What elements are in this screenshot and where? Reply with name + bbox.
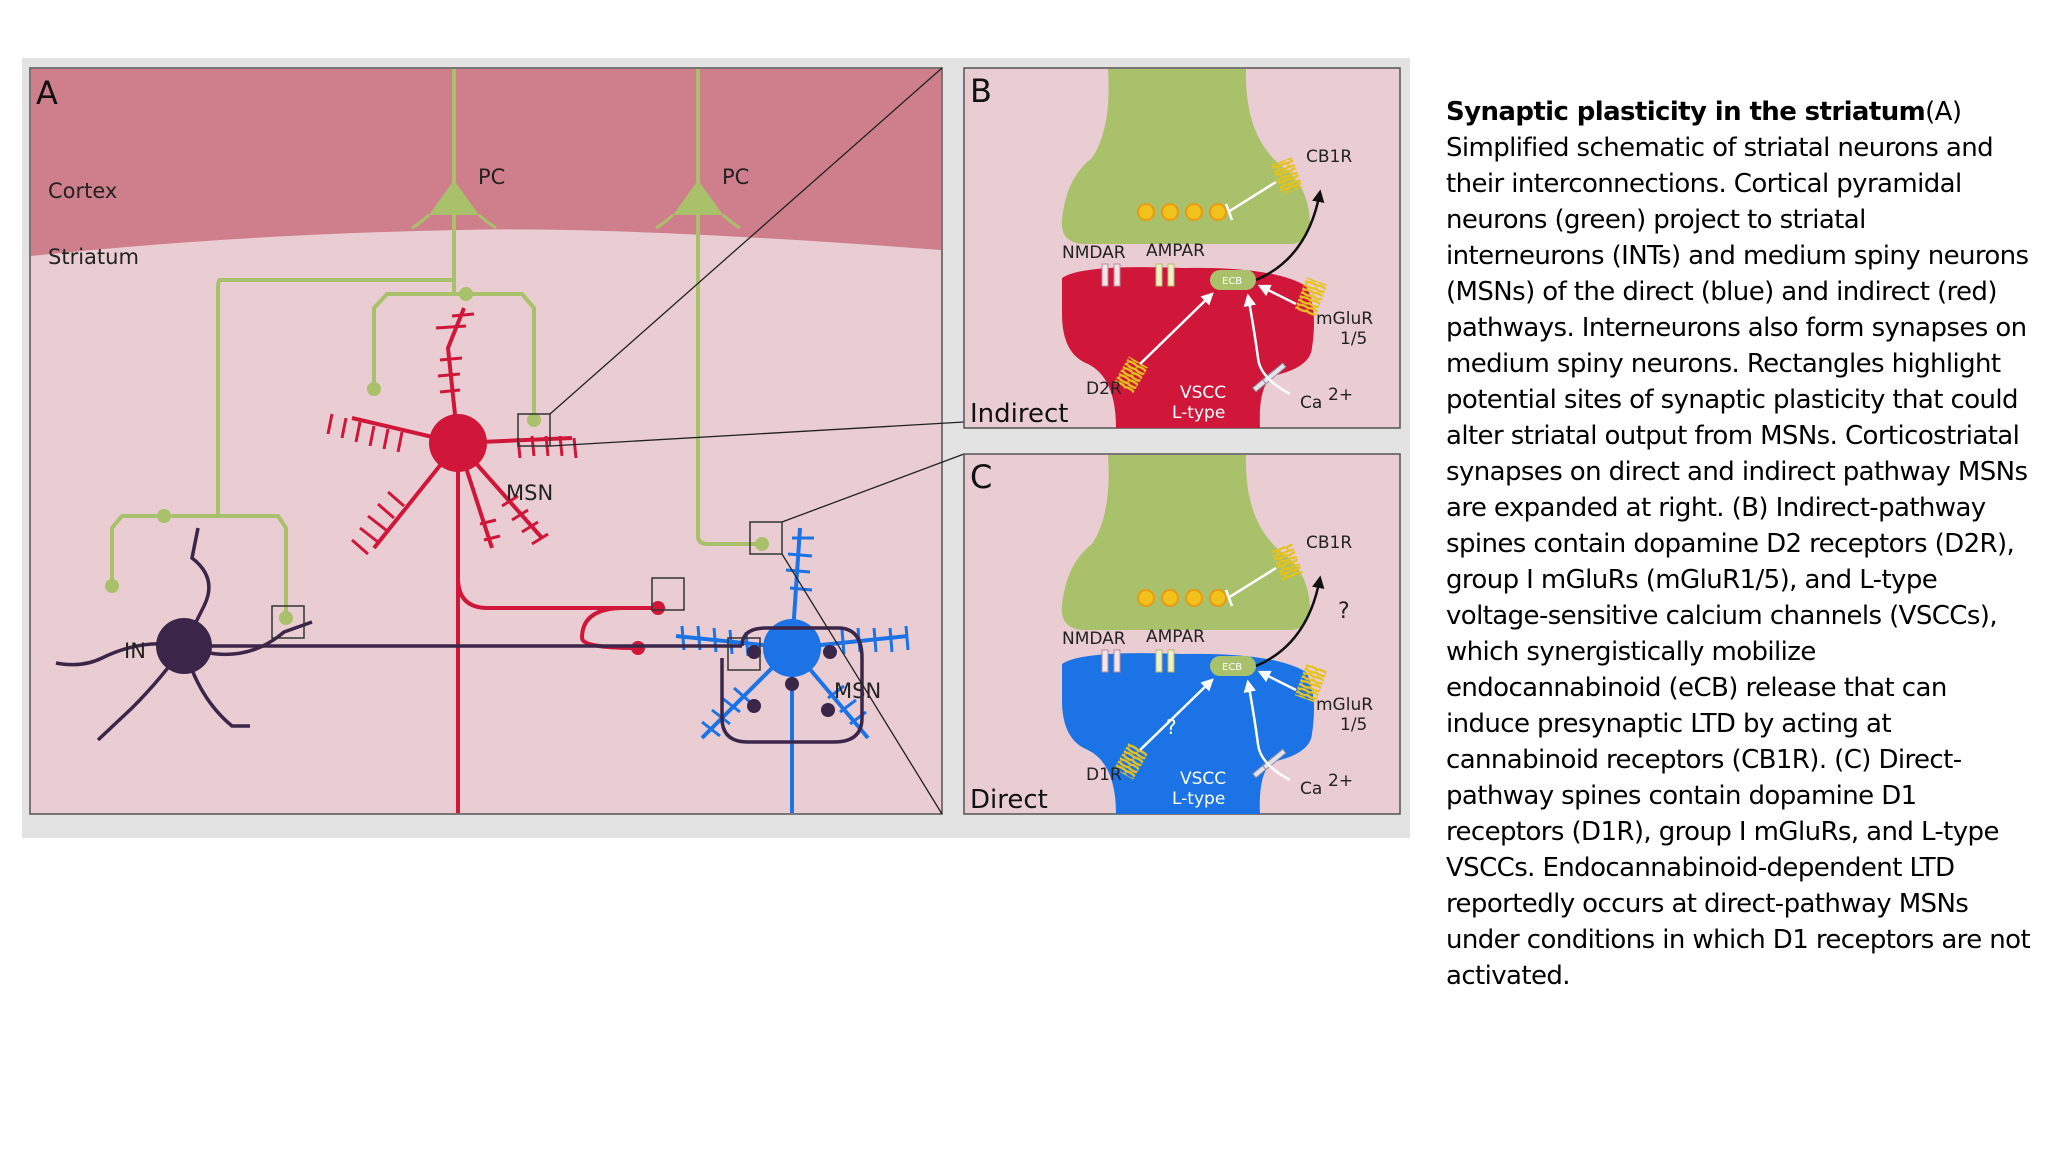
striatum-diagram: A Cortex Striatum PC PC — [29, 67, 1401, 815]
mglur-label-b: mGluR — [1316, 309, 1373, 329]
panel-c-letter: C — [970, 458, 992, 496]
interneuron-soma — [156, 618, 212, 674]
ecb-label-c: ECB — [1222, 662, 1242, 673]
vscc-sub-label-c: L-type — [1172, 789, 1225, 809]
ampar-channel-b — [1155, 263, 1175, 287]
pathway-label-b: Indirect — [970, 399, 1068, 429]
caption-body: (A) Simplified schematic of striatal neu… — [1446, 97, 2031, 991]
striatum-label: Striatum — [48, 245, 139, 269]
cortex-label: Cortex — [48, 179, 117, 203]
mglur-receptor-b — [1294, 277, 1328, 317]
ampar-channel-c — [1155, 649, 1175, 673]
mglur-sub-label-c: 1/5 — [1340, 715, 1367, 735]
vscc-label-b: VSCC — [1180, 383, 1226, 403]
d2r-receptor-b — [1113, 356, 1149, 394]
ca-label-b: Ca — [1300, 393, 1322, 413]
pc-left-label: PC — [478, 165, 505, 189]
mglur-label-c: mGluR — [1316, 695, 1373, 715]
msn-indirect-soma — [429, 414, 487, 472]
cb1r-label-c: CB1R — [1306, 533, 1352, 553]
ca-sup-label-b: 2+ — [1328, 385, 1353, 405]
nmdar-label-b: NMDAR — [1062, 243, 1126, 263]
panel-c: C CB1R ? NMDAR AMPAR ECB mGluR 1/5 D1R ?… — [963, 453, 1401, 815]
nmdar-label-c: NMDAR — [1062, 629, 1126, 649]
panel-b-letter: B — [970, 72, 992, 110]
ampar-label-b: AMPAR — [1146, 241, 1205, 261]
cb1r-label-b: CB1R — [1306, 147, 1352, 167]
ca-sup-label-c: 2+ — [1328, 771, 1353, 791]
vesicles-b — [1137, 203, 1227, 221]
mglur-sub-label-b: 1/5 — [1340, 329, 1367, 349]
zoom-lines — [549, 67, 965, 815]
question-top-c: ? — [1338, 599, 1350, 624]
ecb-c — [1210, 656, 1256, 676]
vesicles-c — [1137, 589, 1227, 607]
figure-caption: Synaptic plasticity in the striatum(A) S… — [1446, 94, 2031, 994]
ampar-label-c: AMPAR — [1146, 627, 1205, 647]
cb1r-receptor-c — [1271, 543, 1303, 581]
d1r-receptor-c — [1113, 742, 1149, 780]
msn-direct-soma — [763, 619, 821, 677]
question-inner-c: ? — [1166, 715, 1177, 739]
pathway-label-c: Direct — [970, 785, 1048, 815]
d2r-label-b: D2R — [1086, 379, 1122, 399]
msn-red-label: MSN — [506, 481, 553, 505]
d1r-label-c: D1R — [1086, 765, 1122, 785]
msn-indirect-spines — [326, 312, 578, 556]
mglur-receptor-c — [1294, 663, 1328, 703]
interneuron-label: IN — [124, 639, 146, 663]
caption-title: Synaptic plasticity in the striatum — [1446, 97, 1926, 127]
cb1r-receptor-b — [1271, 157, 1303, 195]
pc-right-label: PC — [722, 165, 749, 189]
nmdar-channel-b — [1101, 263, 1121, 287]
figure-panel: A Cortex Striatum PC PC — [22, 58, 1410, 838]
panel-b: B CB1R NMDAR AMPAR ECB mGluR 1/5 D2R VSC… — [963, 67, 1401, 429]
panel-a: A Cortex Striatum PC PC — [29, 67, 943, 815]
ecb-b — [1210, 270, 1256, 290]
cortex-region — [31, 69, 941, 256]
nmdar-channel-c — [1101, 649, 1121, 673]
msn-indirect-neuron — [351, 307, 658, 813]
panel-a-letter: A — [36, 74, 58, 112]
pyramidal-somas — [105, 180, 769, 625]
plasticity-highlight-boxes — [271, 413, 783, 671]
vscc-sub-label-b: L-type — [1172, 403, 1225, 423]
msn-blue-label: MSN — [834, 679, 881, 703]
ecb-label-b: ECB — [1222, 276, 1242, 287]
ca-label-c: Ca — [1300, 779, 1322, 799]
vscc-label-c: VSCC — [1180, 769, 1226, 789]
